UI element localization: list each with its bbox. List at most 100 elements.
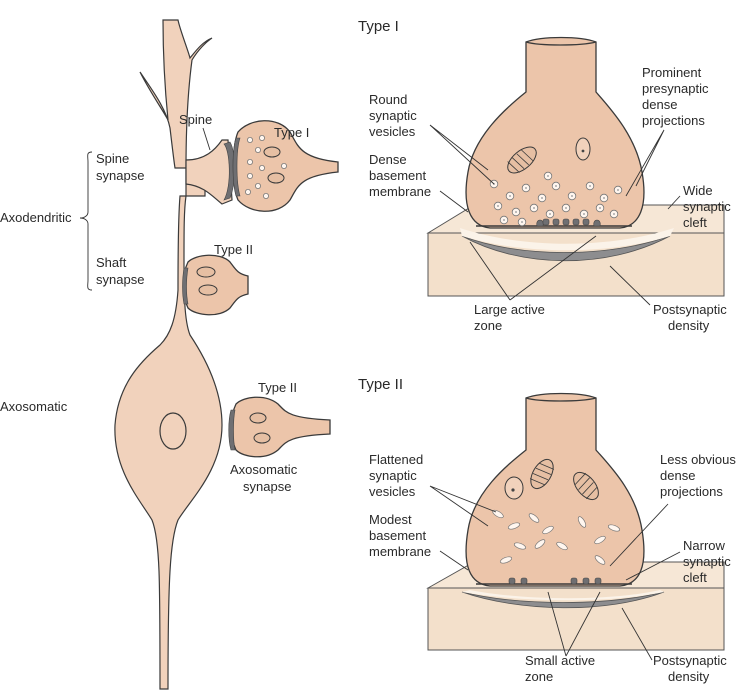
vesicle-core — [613, 213, 615, 215]
label-shaft-synapse-1: Shaft — [96, 255, 127, 270]
label-axosomatic-synapse-2: synapse — [243, 479, 291, 494]
label-dense-2: basement — [369, 168, 426, 183]
vesicle-core — [617, 189, 619, 191]
label-modest-1: Modest — [369, 512, 412, 527]
flattened-vesicle — [513, 542, 527, 550]
vesicle-core — [599, 207, 601, 209]
vesicle-core — [583, 213, 585, 215]
vesicle-core — [515, 211, 517, 213]
dense-projection — [570, 577, 578, 585]
dense-projection — [520, 577, 528, 585]
label-left-type-ii-soma: Type II — [258, 380, 297, 395]
label-flat-1: Flattened — [369, 452, 423, 467]
label-round-1: Round — [369, 92, 407, 107]
dense-projections-i — [536, 219, 601, 227]
label-spine: Spine — [179, 112, 212, 127]
round-vesicle — [246, 136, 253, 143]
type-i-title: Type I — [358, 18, 399, 35]
round-vesicle — [246, 158, 253, 165]
label-wide-2: synaptic — [683, 199, 731, 214]
vesicle-core — [525, 187, 527, 189]
label-postsyn-i-2: density — [668, 318, 710, 333]
label-narrow-3: cleft — [683, 570, 707, 585]
label-modest-3: membrane — [369, 544, 431, 559]
round-vesicle — [258, 134, 265, 141]
label-axosomatic-synapse-1: Axosomatic — [230, 462, 298, 477]
vesicle-core — [521, 221, 523, 223]
label-flat-2: synaptic — [369, 468, 417, 483]
flattened-vesicle — [528, 513, 540, 523]
vesicle-core — [497, 205, 499, 207]
label-postsyn-i-1: Postsynaptic — [653, 302, 727, 317]
type-ii-terminal — [465, 392, 645, 587]
label-round-2: synaptic — [369, 108, 417, 123]
vesicle-core — [565, 207, 567, 209]
label-narrow-2: synaptic — [683, 554, 731, 569]
label-small-zone-1: Small active — [525, 653, 595, 668]
dense-projection — [582, 577, 590, 585]
round-vesicles — [489, 171, 623, 227]
round-vesicle — [246, 172, 253, 179]
spine-outline — [185, 139, 233, 205]
label-wide-1: Wide — [683, 183, 713, 198]
label-prominent-2: presynaptic — [642, 81, 709, 96]
neuron-outline — [114, 19, 223, 690]
label-spine-synapse-2: synapse — [96, 168, 144, 183]
flattened-vesicles — [492, 509, 621, 565]
dendritic-spine — [185, 139, 235, 205]
vesicle-core — [547, 175, 549, 177]
vesicle-core — [533, 207, 535, 209]
dense-projection — [594, 577, 602, 585]
vesicle-core — [509, 195, 511, 197]
nucleus — [159, 412, 187, 450]
label-left-type-i: Type I — [274, 125, 309, 140]
type-ii-terminal-soma — [228, 396, 331, 458]
dense-projection — [552, 218, 560, 226]
label-round-3: vesicles — [369, 124, 416, 139]
label-prominent-3: dense — [642, 97, 677, 112]
vesicle-core — [603, 197, 605, 199]
flattened-vesicle — [556, 541, 568, 551]
label-dense-3: membrane — [369, 184, 431, 199]
small-organelle-ii — [504, 476, 524, 500]
flattened-vesicle — [577, 516, 587, 528]
dense-projection — [542, 218, 550, 226]
flattened-vesicle — [594, 535, 606, 545]
axodendritic-brace — [79, 151, 93, 291]
dense-projection — [562, 218, 570, 226]
label-narrow-1: Narrow — [683, 538, 726, 553]
vesicle-core — [503, 219, 505, 221]
label-postsyn-ii-2: density — [668, 669, 710, 684]
flattened-vesicle — [507, 522, 521, 530]
vesicle-core — [555, 185, 557, 187]
label-spine-synapse-1: Spine — [96, 151, 129, 166]
flattened-vesicle — [594, 555, 606, 565]
label-dense-1: Dense — [369, 152, 407, 167]
vesicle-core — [589, 185, 591, 187]
label-axosomatic: Axosomatic — [0, 399, 68, 414]
type-i-terminal-left — [232, 120, 339, 212]
flattened-vesicle — [542, 525, 554, 535]
label-left-type-ii-shaft: Type II — [214, 242, 253, 257]
flattened-vesicle — [534, 539, 546, 549]
label-small-zone-2: zone — [525, 669, 553, 684]
label-less-obvious-1: Less obvious — [660, 452, 736, 467]
label-wide-3: cleft — [683, 215, 707, 230]
label-axodendritic: Axodendritic — [0, 210, 72, 225]
type-i-detail: Type I Round synaptic vesicles Dense — [358, 18, 731, 333]
type-i-terminal — [465, 36, 645, 229]
label-large-zone-2: zone — [474, 318, 502, 333]
dense-projection — [508, 577, 516, 585]
flattened-vesicle — [607, 524, 621, 532]
round-vesicle — [244, 188, 251, 195]
mitochondrion-ii-a — [529, 458, 555, 490]
small-organelle-i — [575, 137, 591, 161]
label-flat-3: vesicles — [369, 484, 416, 499]
label-shaft-synapse-2: synapse — [96, 272, 144, 287]
label-large-zone-1: Large active — [474, 302, 545, 317]
round-vesicle — [262, 192, 269, 199]
flattened-vesicle — [499, 556, 513, 564]
label-postsyn-ii-1: Postsynaptic — [653, 653, 727, 668]
round-vesicle — [258, 164, 265, 171]
label-prominent-1: Prominent — [642, 65, 702, 80]
